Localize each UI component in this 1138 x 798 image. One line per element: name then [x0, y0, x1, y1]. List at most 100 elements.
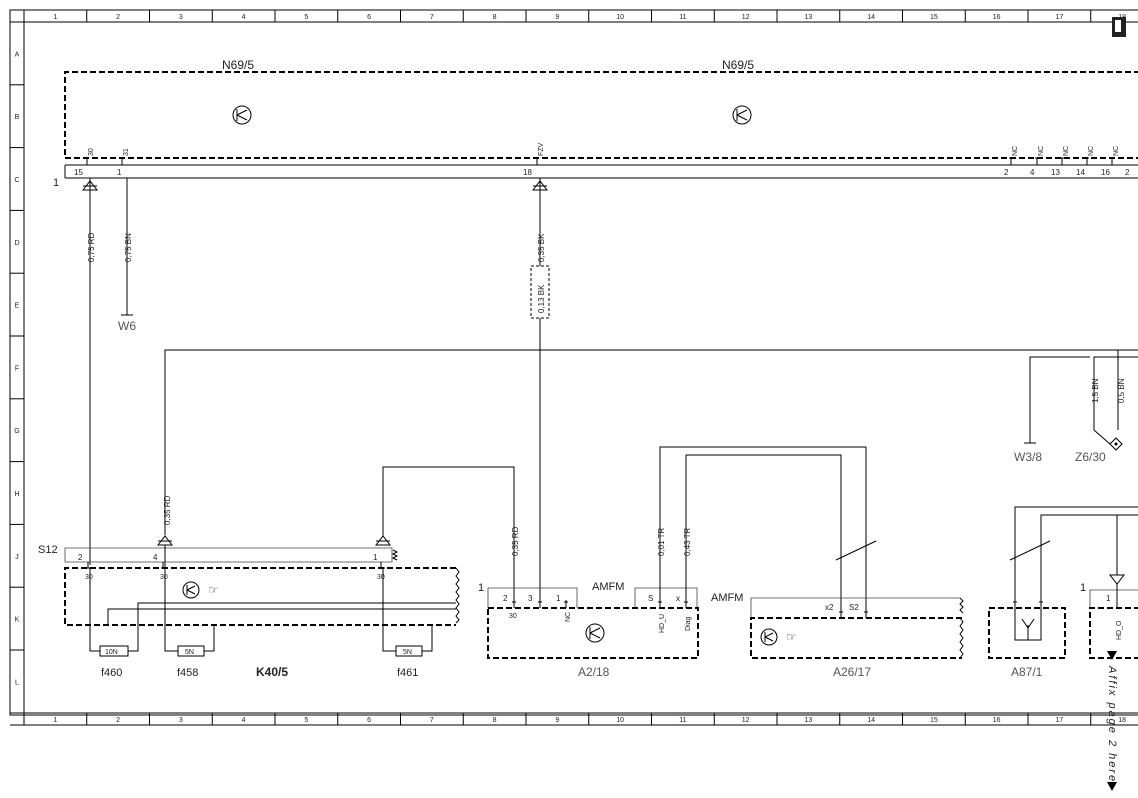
- wire-label-1-5-bn: 1,5 BN: [1091, 378, 1100, 403]
- row-label: H: [14, 491, 19, 498]
- pin-label: NC: [1113, 146, 1120, 156]
- hand-pointer-icon: ☞: [208, 583, 219, 597]
- column-label: 12: [742, 717, 750, 724]
- a2-18-block-number: 1: [478, 582, 484, 594]
- row-label: J: [15, 554, 19, 561]
- k40-5-label: K40/5: [256, 665, 288, 679]
- wire-label-0-75-rd: 0,75 RD: [87, 232, 96, 262]
- column-label: 14: [867, 717, 875, 724]
- a26-17-break-top: [959, 597, 964, 614]
- column-label: 11: [679, 717, 686, 724]
- pin-label: 30: [160, 574, 168, 581]
- a26-pin-stubs: [839, 608, 868, 618]
- column-label: 13: [804, 717, 812, 724]
- pin-number: 2: [1125, 168, 1130, 177]
- row-label: G: [14, 428, 19, 435]
- column-label: 5: [304, 717, 308, 724]
- column-label: 3: [179, 717, 183, 724]
- row-label: L: [15, 679, 19, 686]
- wire-label-0-43-tr: 0,43 TR: [683, 527, 692, 556]
- fuse-f461-wire: [382, 625, 433, 652]
- fuse-f458: [177, 645, 205, 657]
- a26-17-label: A26/17: [833, 665, 871, 679]
- column-label: 15: [930, 717, 938, 724]
- pin-number: 4: [153, 553, 158, 562]
- right-block-number: 1: [1080, 582, 1086, 594]
- wire-label-0-01-tr: 0,01 TR: [657, 527, 666, 556]
- wire-label-0-75-bn: 0,75 BN: [124, 233, 133, 262]
- column-label: 17: [1055, 717, 1063, 724]
- pin-label: HD_O: [1116, 620, 1123, 640]
- frame: [9, 9, 1138, 716]
- z6-30-label: Z6/30: [1075, 450, 1106, 464]
- pin-number: 3: [528, 594, 533, 603]
- a2-pin-stubs: [512, 600, 688, 608]
- wire-0-43-tr: [685, 454, 842, 608]
- a2-18-dashed-box: [487, 607, 699, 659]
- column-label: 16: [993, 717, 1001, 724]
- pin-number: S2: [849, 603, 859, 612]
- column-label: 8: [493, 14, 497, 21]
- wire-z6-30: [1093, 356, 1138, 445]
- column-label: 16: [993, 14, 1001, 21]
- column-label: 10: [616, 14, 624, 21]
- transistor-icon: [182, 581, 200, 599]
- pin-number: x: [676, 594, 680, 603]
- column-label: 4: [242, 14, 246, 21]
- pin-label: NC: [565, 612, 572, 622]
- pin-number: 1: [373, 553, 378, 562]
- pin-label: 31: [123, 148, 130, 156]
- fuse-f461: [395, 645, 423, 657]
- w6-ground-label: W6: [118, 319, 136, 333]
- wire-to-a2-18: [374, 466, 515, 600]
- right-dashed-box: [1089, 607, 1138, 659]
- row-label: F: [15, 365, 19, 372]
- pin-label: 30: [88, 148, 95, 156]
- k40-5-dashed-box: [64, 567, 456, 626]
- twisted-pair-marker: [835, 540, 877, 561]
- pin-label: NC: [1038, 146, 1045, 156]
- amfm-label-a26: AMFM: [711, 592, 743, 604]
- row-label: C: [14, 177, 19, 184]
- wire-label-0-35-bk: 0,35 BK: [537, 233, 546, 262]
- transistor-icon: [232, 105, 252, 125]
- a87-1-wires: [1014, 506, 1138, 608]
- column-label: 9: [555, 14, 559, 21]
- row-label: K: [15, 617, 20, 624]
- pin-label: NC: [1088, 146, 1095, 156]
- transistor-icon: [760, 628, 778, 646]
- pin-label: 30: [509, 613, 517, 620]
- right-pin: [1108, 515, 1126, 608]
- row-label: E: [15, 303, 20, 310]
- wire-0-75-rd: [81, 178, 99, 565]
- fuse-f458-label: f458: [177, 667, 198, 679]
- column-label: 2: [116, 717, 120, 724]
- svg-text:Affix page 2 here: Affix page 2 here: [1106, 665, 1118, 783]
- wire-0-35-rd-feed: [164, 349, 1138, 535]
- n69-5-dashed-box: [64, 71, 1138, 159]
- pin-number: 1: [1106, 594, 1111, 603]
- pin-label: HD_U: [659, 614, 666, 633]
- pin-number: 2: [503, 594, 508, 603]
- n69-5-label-right: N69/5: [722, 58, 754, 72]
- a26-17-connector: [750, 597, 960, 618]
- pin-label: Diag: [685, 616, 692, 631]
- fuse-rating: 10N: [105, 649, 118, 656]
- a87-1-label: A87/1: [1011, 665, 1043, 679]
- right-connector: [1089, 589, 1138, 608]
- n69-5-label-left: N69/5: [222, 58, 254, 72]
- a26-17-dashed-box: [750, 617, 962, 659]
- column-label: 6: [367, 717, 371, 724]
- pin-label: 30: [85, 574, 93, 581]
- pin-label: NC: [1063, 146, 1070, 156]
- column-label: 1: [53, 717, 57, 724]
- a2-18-label: A2/18: [578, 665, 610, 679]
- amfm-label-a2: AMFM: [592, 581, 624, 593]
- fuse-f460-label: f460: [101, 667, 122, 679]
- transistor-icon: [585, 623, 605, 643]
- pin-label: FZV: [538, 142, 545, 156]
